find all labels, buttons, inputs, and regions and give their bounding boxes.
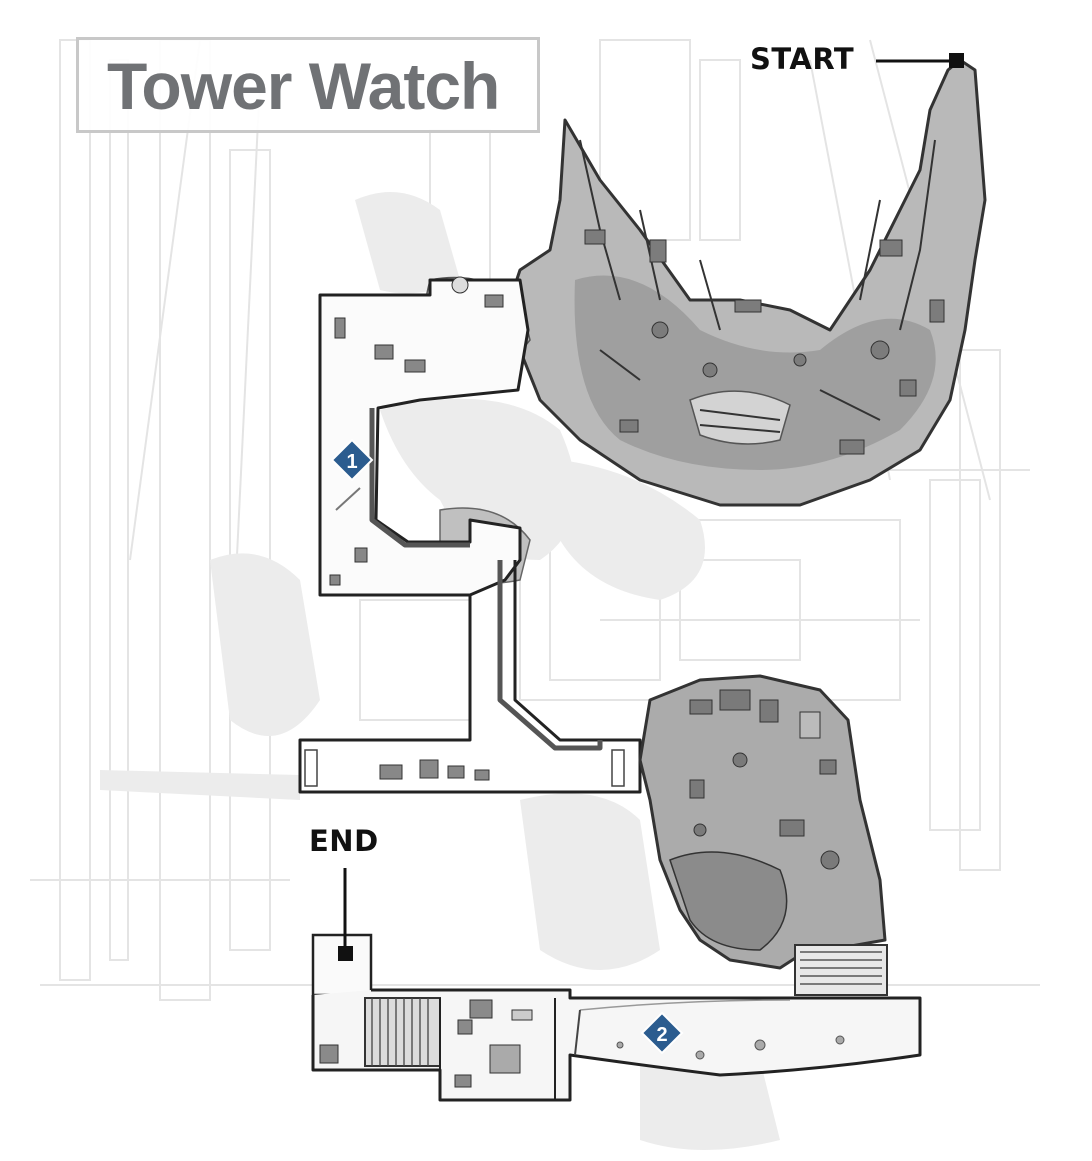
marker-1-label: 1	[346, 451, 357, 473]
start-label: START	[750, 42, 855, 76]
background-shadows	[100, 192, 780, 1150]
middle-rubble	[638, 674, 888, 996]
west-building	[298, 276, 642, 794]
upper-crater	[508, 58, 987, 507]
end-label: END	[309, 824, 379, 858]
marker-1[interactable]: 1	[330, 438, 374, 482]
marker-2[interactable]: 2	[640, 1011, 684, 1055]
start-pointer	[876, 53, 964, 68]
marker-2-label: 2	[656, 1024, 667, 1046]
lower-building	[311, 933, 922, 1102]
end-pointer	[338, 868, 353, 961]
map-title: Tower Watch	[107, 49, 500, 123]
title-box: Tower Watch	[76, 37, 540, 133]
